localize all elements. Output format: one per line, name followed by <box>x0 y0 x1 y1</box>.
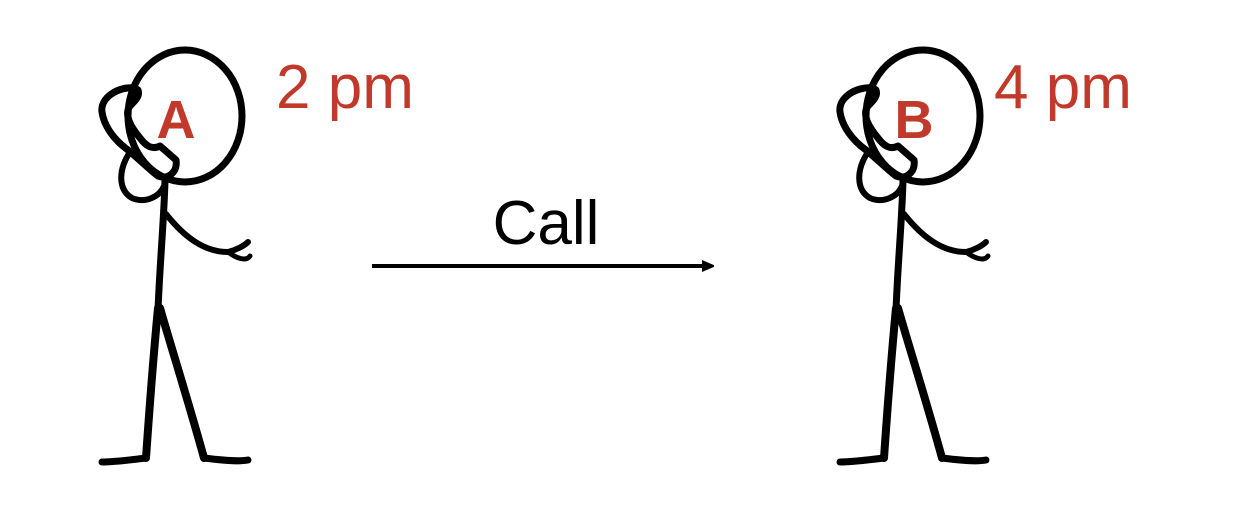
caller-time: 2 pm <box>276 53 414 122</box>
callee-time: 4 pm <box>994 53 1132 122</box>
callee-figure: B <box>840 50 988 462</box>
caller-letter: A <box>157 90 196 150</box>
call-label: Call <box>493 189 600 258</box>
caller-figure: A <box>102 50 250 462</box>
callee-letter: B <box>895 90 934 150</box>
